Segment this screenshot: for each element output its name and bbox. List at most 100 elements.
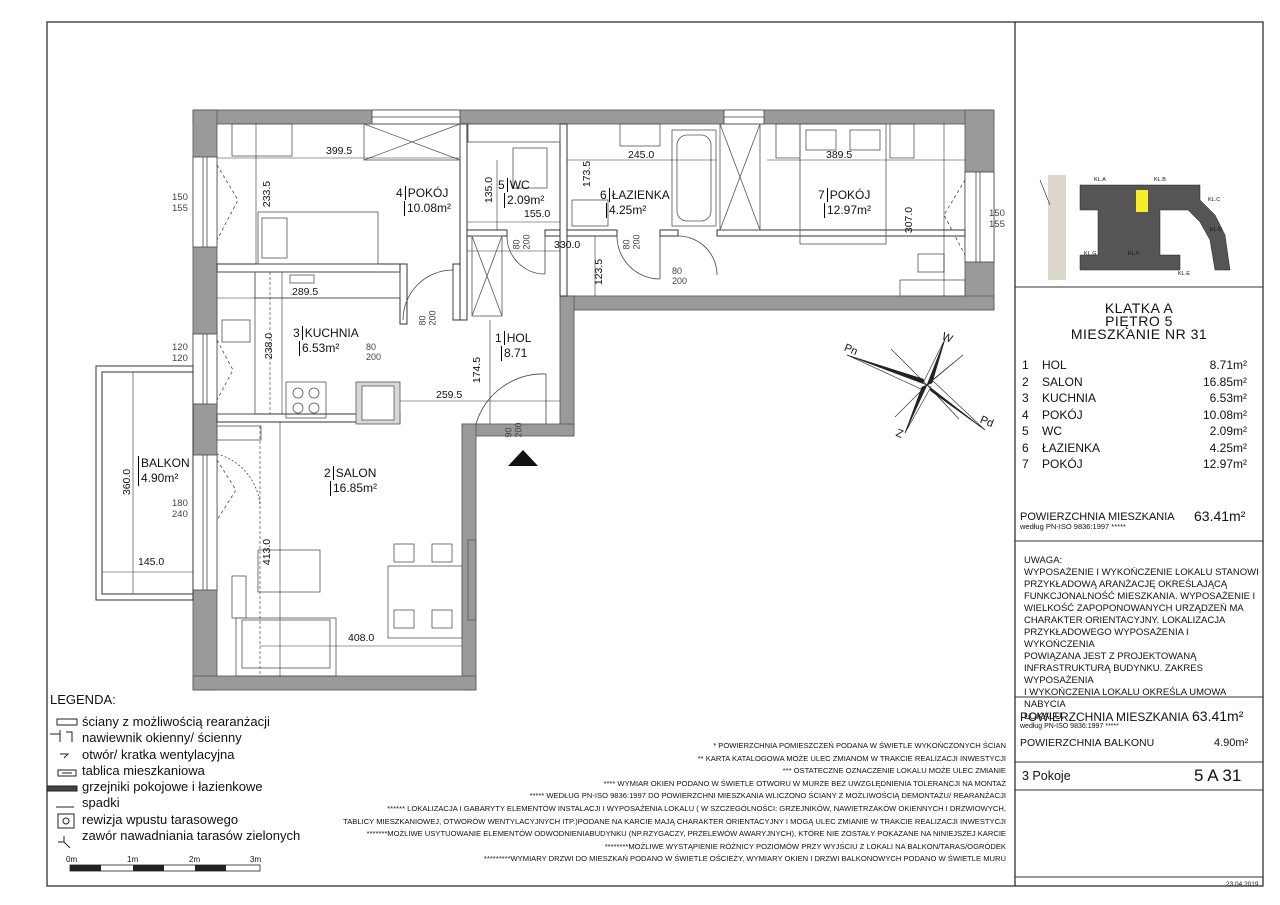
- room-name: POKÓJ: [826, 188, 871, 202]
- header-floor: PIĘTRO 5: [1105, 313, 1173, 329]
- legend-item: spadki: [82, 795, 120, 811]
- dim-label: 307.0: [903, 206, 916, 234]
- room-number: 1: [495, 331, 502, 345]
- keyplan-label: KL.G: [1084, 251, 1097, 257]
- room-area: 4.25m²: [606, 203, 670, 218]
- summary-balcony-label: POWIERZCHNIA BALKONU: [1020, 737, 1155, 749]
- compass-rose: [846, 338, 986, 434]
- dim-label: 408.0: [348, 632, 375, 644]
- balcony-outline: [95, 365, 194, 601]
- dim-label: 173.5: [581, 160, 594, 188]
- scale-label: 0m: [66, 855, 78, 864]
- room-number: 4: [396, 186, 403, 200]
- dim-label: 399.5: [326, 145, 353, 157]
- legend-item: rewizja wpustu tarasowego: [82, 811, 239, 827]
- room-area: 2.09m²: [504, 193, 544, 208]
- exterior-walls: [192, 109, 995, 691]
- dim-label: 238.0: [263, 332, 276, 360]
- legend-symbols: [46, 718, 78, 849]
- drawing-date: 23.04.2019: [1226, 881, 1259, 888]
- keyplan-label: KL.D: [1210, 227, 1223, 233]
- scale-label: 1m: [127, 855, 139, 864]
- room-number: 2: [324, 466, 331, 480]
- summary-balcony-value: 4.90m²: [1214, 737, 1249, 749]
- header-apartment: MIESZKANIE NR 31: [1070, 326, 1208, 342]
- dim-label: 289.5: [292, 286, 319, 298]
- dim-label: 145.0: [138, 556, 165, 568]
- room-name: POKÓJ: [404, 186, 449, 200]
- legend-item: otwór/ kratka wentylacyjna: [82, 746, 235, 762]
- room-name: KUCHNIA: [301, 326, 359, 340]
- legend-item: grzejniki pokojowe i łazienkowe: [82, 779, 263, 795]
- keyplan-label: KL.E: [1178, 271, 1190, 277]
- dim-label: 135.0: [483, 176, 496, 204]
- room-number: 7: [818, 188, 825, 202]
- dim-label: 174.5: [471, 356, 484, 384]
- legend-item: zawór nawadniania tarasów zielonych: [82, 828, 301, 844]
- legend-item: nawiewnik okienny/ ścienny: [82, 730, 242, 746]
- room-number: 5: [498, 178, 505, 192]
- room-name: HOL: [503, 331, 532, 345]
- room-name: ŁAZIENKA: [608, 188, 670, 202]
- room-name: WC: [506, 178, 530, 192]
- summary-area-value: 63.41m²: [1192, 708, 1244, 724]
- balcony-name: BALKON: [138, 456, 190, 471]
- scale-label: 3m: [250, 855, 262, 864]
- keyplan-label: KL.C: [1208, 197, 1221, 203]
- dim-label: 245.0: [628, 149, 655, 161]
- header-stairwell: KLATKA A: [1104, 300, 1174, 316]
- total-area-sub: według PN-ISO 9836:1997 *****: [1020, 522, 1126, 531]
- room-area: 6.53m²: [299, 341, 359, 356]
- summary-area-sub: według PN-ISO 9836:1997 *****: [1020, 723, 1119, 730]
- room-area: 10.08m²: [404, 201, 451, 216]
- scale-bar: [69, 864, 261, 872]
- legend-list: ściany z możliwością rearanżacji nawiewn…: [82, 714, 300, 844]
- entrance-marker: [508, 450, 538, 466]
- room-area: 12.97m²: [824, 203, 871, 218]
- keyplan-label: KL.B: [1154, 177, 1166, 183]
- summary-area-label: POWIERZCHNIA MIESZKANIA: [1020, 710, 1189, 724]
- legend-item: tablica mieszkaniowa: [82, 762, 205, 778]
- room-area: 16.85m²: [330, 481, 377, 496]
- total-area-value: 63.41m²: [1194, 508, 1246, 524]
- balcony-area: 4.90m²: [138, 471, 190, 486]
- notes-body: WYPOSAŻENIE I WYKOŃCZENIE LOKALU STANOWI…: [1024, 567, 1259, 722]
- notes-title: UWAGA:: [1024, 555, 1063, 566]
- dim-label: 360.0: [121, 468, 134, 496]
- apartment-code: 5 A 31: [1194, 766, 1242, 785]
- keyplan-label: KL.F: [1128, 251, 1140, 257]
- dim-label: 413.0: [261, 538, 274, 566]
- room-area: 8.71: [501, 346, 531, 361]
- dim-label: 389.5: [826, 149, 853, 161]
- dim-label: 259.5: [436, 389, 463, 401]
- notes-block: UWAGA: WYPOSAŻENIE I WYKOŃCZENIE LOKALU …: [1024, 555, 1260, 723]
- dim-label: 123.5: [593, 258, 606, 286]
- balcony-label: BALKON 4.90m²: [138, 456, 190, 486]
- dim-label: 233.5: [261, 180, 274, 208]
